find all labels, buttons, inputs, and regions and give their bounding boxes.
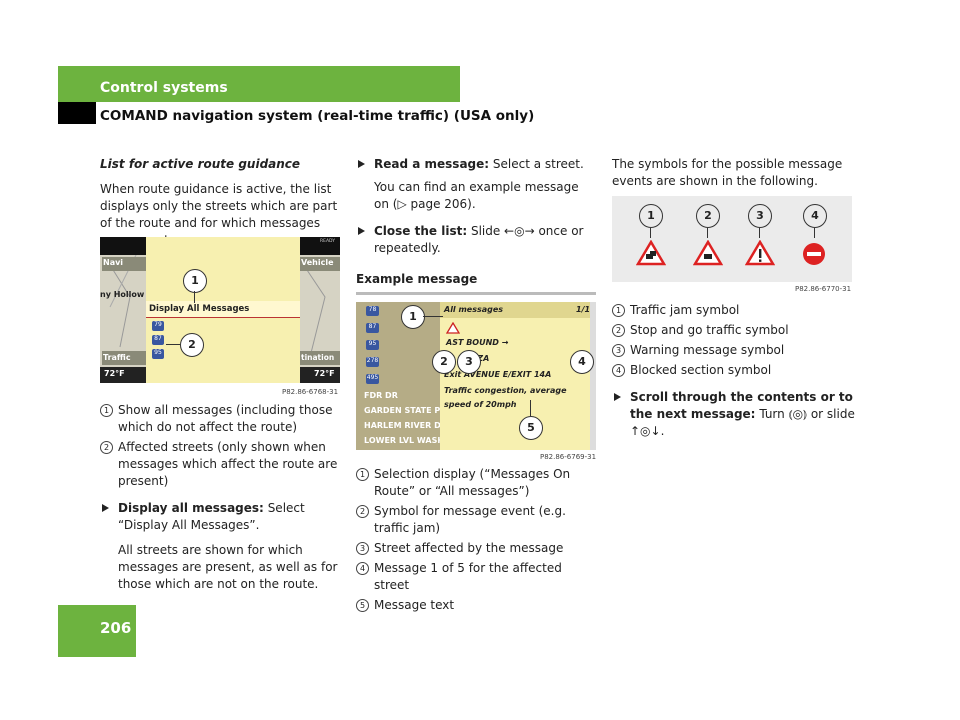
street-label: ny Hollow: [100, 290, 145, 299]
street-badges: 78 87 95 278 495: [366, 306, 379, 384]
example-heading: Example message: [356, 272, 478, 286]
route-badges: 79 87 95: [152, 321, 164, 359]
list-item[interactable]: HARLEM RIVER DR: [364, 421, 447, 430]
screen-all-messages: 78 87 95 278 495 FDR DR GARDEN STATE PK …: [356, 302, 596, 450]
selection-display: All messages: [444, 305, 504, 314]
page-number: 206: [100, 619, 132, 637]
destination-tab: tination: [301, 353, 335, 362]
callout-1: 1: [639, 204, 663, 228]
heading-rule: [356, 292, 596, 295]
list-item[interactable]: GARDEN STATE PK: [364, 406, 447, 415]
figure-caption-1: P82.86-6768-31: [282, 388, 339, 396]
header-band: [58, 66, 460, 102]
callout-4: 4: [570, 350, 594, 374]
list-heading: List for active route guidance: [100, 157, 301, 171]
header-marker: [58, 102, 96, 124]
callout-2: 2: [180, 333, 204, 357]
traffic-jam-icon: [636, 240, 666, 266]
direction-text: AST BOUND →: [446, 338, 509, 347]
callout-3: 3: [748, 204, 772, 228]
temp-left: 72°F: [104, 369, 125, 378]
exit-text: Exit AVENUE E/EXIT 14A: [444, 370, 552, 379]
street-list: FDR DR GARDEN STATE PK HARLEM RIVER DR L…: [364, 388, 447, 448]
step-read: Read a message: Select a street.: [356, 156, 596, 173]
callout-4: 4: [803, 204, 827, 228]
ready-indicator: READY: [320, 239, 336, 244]
list-item[interactable]: FDR DR: [364, 391, 398, 400]
callout-2: 2: [696, 204, 720, 228]
nav-tab: Navi: [103, 258, 124, 267]
step-scroll: Scroll through the contents or to the ne…: [612, 389, 856, 440]
callout-1: 1: [183, 269, 207, 293]
scrollbar[interactable]: [590, 302, 596, 450]
figure-caption-2: P82.86-6769-31: [540, 453, 597, 461]
display-all-messages[interactable]: Display All Messages: [149, 304, 250, 314]
read-note: You can find an example message on (▷ pa…: [374, 180, 579, 211]
vehicle-tab: Vehicle: [301, 258, 334, 267]
callout-1: 1: [401, 305, 425, 329]
right-intro: The symbols for the possible message eve…: [612, 157, 843, 188]
step-display-all: Display all messages: Select “Display Al…: [100, 500, 342, 534]
stop-and-go-icon: [693, 240, 723, 266]
section-subtitle: COMAND navigation system (real-time traf…: [100, 108, 535, 124]
warning-icon: [745, 240, 775, 266]
callout-5: 5: [519, 416, 543, 440]
middle-column: Read a message: Select a street. You can…: [356, 156, 596, 305]
step-note: All streets are shown for which messages…: [118, 543, 338, 591]
temp-right: 72°F: [314, 369, 335, 378]
step-close: Close the list: Slide ←◎→ once or repeat…: [356, 223, 596, 257]
message-counter: 1/1: [576, 305, 591, 314]
message-text-2: speed of 20mph: [444, 400, 517, 409]
traffic-jam-icon: [446, 322, 460, 334]
section-title: Control systems: [100, 80, 228, 96]
list-item[interactable]: LOWER LVL WASH: [364, 436, 445, 445]
callout-3: 3: [457, 350, 481, 374]
symbols-figure: 1 2 3 4: [612, 196, 852, 282]
page-number-block: 206: [58, 605, 136, 657]
blocked-section-icon: [803, 243, 825, 265]
traffic-tab: Traffic: [103, 353, 131, 362]
figure-caption-3: P82.86-6770-31: [795, 285, 852, 293]
callout-2: 2: [432, 350, 456, 374]
screen-route-list: Navi ny Hollow Traffic 72°F Display All …: [100, 237, 340, 383]
message-text-1: Traffic congestion, average: [444, 386, 567, 395]
